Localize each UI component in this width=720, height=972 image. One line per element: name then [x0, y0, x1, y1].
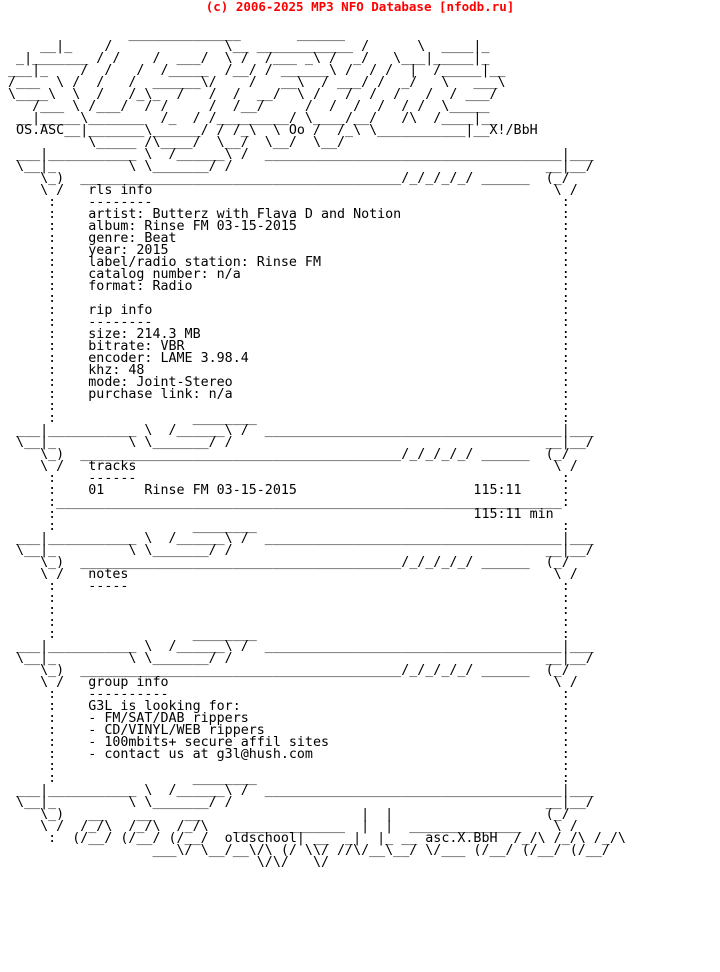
- nfo-line: : year: 2015 :: [0, 243, 570, 258]
- nfo-line: \ / notes \ /: [0, 567, 578, 582]
- nfo-line: : :: [0, 291, 570, 306]
- nfo-line: ___|___________ \ /______\ / ___________…: [0, 423, 594, 438]
- nfo-line: : artist: Butterz with Flava D and Notio…: [0, 207, 570, 222]
- nfo-line: : :: [0, 399, 570, 414]
- nfo-line: \_) ____________________________________…: [0, 447, 570, 462]
- nfo-line: : 115:11 min: [0, 507, 554, 522]
- nfo-line: : khz: 48 :: [0, 363, 570, 378]
- nfo-line: \__|_ \ \_______/ / __|__/: [0, 435, 594, 450]
- nfo-line: : size: 214.3 MB :: [0, 327, 570, 342]
- nfo-line: \/\/ \/: [0, 855, 329, 870]
- nfo-line: \__|_ \ \_______/ / __|__/: [0, 543, 594, 558]
- nfo-line: : ________ :: [0, 411, 570, 426]
- nfo-line: \_) ____________________________________…: [0, 171, 570, 186]
- nfo-line: : bitrate: VBR :: [0, 339, 570, 354]
- nfo-line: : album: Rinse FM 03-15-2015 :: [0, 219, 570, 234]
- nfo-line: : ________ :: [0, 627, 570, 642]
- nfo-line: : -------- :: [0, 195, 570, 210]
- nfo-line: : - 100mbits+ secure affil sites :: [0, 735, 570, 750]
- nfo-line: : ________ :: [0, 519, 570, 534]
- nfo-line: : catalog number: n/a :: [0, 267, 570, 282]
- nfo-line: \__|_ \ \_______/ / __|__/: [0, 159, 594, 174]
- nfo-line: _|_______ / / / ___/ \ / /___ _\ / _/ \_…: [0, 51, 490, 66]
- nfo-line: ______________ ______: [0, 27, 346, 42]
- nfo-line: __|_ / \__ ____________ / \ ____|_: [0, 39, 490, 54]
- nfo-line: : genre: Beat :: [0, 231, 570, 246]
- nfo-line: /___ \ / / / ______\/ / __\ / ___/ / _/ …: [0, 75, 506, 90]
- nfo-line: : ----- :: [0, 579, 570, 594]
- nfo-line: /___ \ /___/ / / / /__/ / / / / / / \___…: [0, 99, 490, 114]
- nfo-line: \____\ \ / /_\_ / / / __/ \ / / / / / / …: [0, 87, 498, 102]
- nfo-line: \ / tracks \ /: [0, 459, 578, 474]
- nfo-line: \ / group info \ /: [0, 675, 578, 690]
- nfo-line: : ------ :: [0, 471, 570, 486]
- nfo-line: : mode: Joint-Stereo :: [0, 375, 570, 390]
- copyright-link[interactable]: (c) 2006-2025 MP3 NFO Database [nfodb.ru…: [205, 0, 515, 14]
- nfo-line: \__|_ \ \_______/ / __|__/: [0, 651, 594, 666]
- nfo-line: : - FM/SAT/DAB rippers :: [0, 711, 570, 726]
- nfo-line: \_) ____________________________________…: [0, 555, 570, 570]
- nfo-line: : - contact us at g3l@hush.com :: [0, 747, 570, 762]
- nfo-line: : purchase link: n/a :: [0, 387, 570, 402]
- nfo-line: ___|_ / / / /_____ /__/ / ______\ / / / …: [0, 63, 506, 78]
- nfo-line: : G3L is looking for: :: [0, 699, 570, 714]
- nfo-line: : -------- :: [0, 315, 570, 330]
- nfo-line: : 01 Rinse FM 03-15-2015 115:11 :: [0, 483, 570, 498]
- nfo-line: : (/__/ (/__/ (/__/ oldschool| __ _| |_ …: [0, 831, 626, 846]
- nfo-line: ___\/ \__/__\/\ (/ \\/ //\/__\__/ \/___ …: [0, 843, 610, 858]
- nfo-line: : encoder: LAME 3.98.4 :: [0, 351, 570, 366]
- nfo-line: ___|___________ \ /______\ / ___________…: [0, 639, 594, 654]
- nfo-line: : rip info :: [0, 303, 570, 318]
- nfo-line: ___|___________ \ /______\ / ___________…: [0, 531, 594, 546]
- nfo-line: : ________ :: [0, 771, 570, 786]
- nfo-line: : :: [0, 759, 570, 774]
- nfo-line: ___|___________ \ /______\ / ___________…: [0, 783, 594, 798]
- nfo-line: :_______________________________________…: [0, 495, 570, 510]
- nfo-line: : label/radio station: Rinse FM :: [0, 255, 570, 270]
- nfo-line: : format: Radio :: [0, 279, 570, 294]
- nfo-line: ___|___________ \ /______\ / ___________…: [0, 147, 594, 162]
- nfo-line: : :: [0, 591, 570, 606]
- nfo-line: \ / /_/\ /_/\ /_/\ ______________ | | __…: [0, 819, 578, 834]
- nfo-line: \_) __ __ __ | | (_/: [0, 807, 570, 822]
- nfo-line: : :: [0, 603, 570, 618]
- nfo-line: \__|_ \ \_______/ / __|__/: [0, 795, 594, 810]
- nfo-line: __|_____\_______ /_ / /_________/ \____/…: [0, 111, 498, 126]
- nfo-line: : :: [0, 615, 570, 630]
- nfo-line: \_____ /\____/ \__/ \__/ \__/: [0, 135, 346, 150]
- nfo-line: \ / rls info \ /: [0, 183, 578, 198]
- nfo-line: \_) ____________________________________…: [0, 663, 570, 678]
- nfo-line: : - CD/VINYL/WEB rippers :: [0, 723, 570, 738]
- nfo-line: : ---------- :: [0, 687, 570, 702]
- nfo-ascii-art: ______________ ______ __|_ / \__ _______…: [0, 17, 626, 869]
- nfo-line: OS.ASC__|_______\______/ / /_\ \ Oo / /_…: [0, 123, 538, 138]
